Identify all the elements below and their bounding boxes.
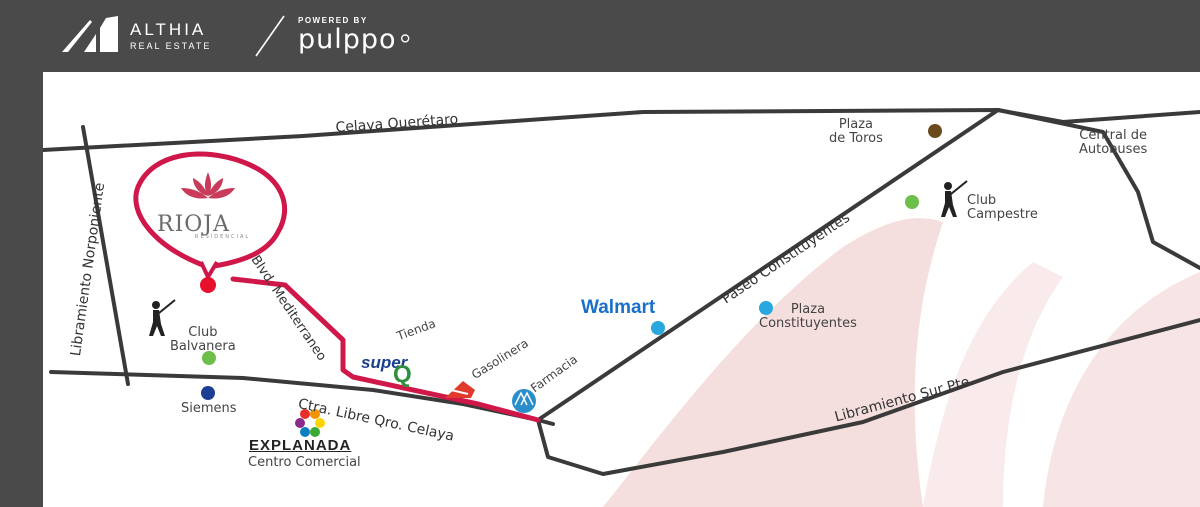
walmart-marker[interactable] (651, 321, 665, 335)
rioja-tagline: RESIDENCIAL (195, 234, 251, 240)
explanada-subtitle: Centro Comercial (248, 455, 361, 470)
plaza-constituyentes-label: Plaza Constituyentes (759, 302, 857, 331)
central-autobuses-label: Central de Autobuses (1079, 128, 1148, 157)
golfer-icon (941, 180, 968, 217)
walmart-logo[interactable]: Walmart (581, 297, 656, 318)
siemens-marker[interactable] (201, 386, 215, 400)
location-map: Celaya Querétaro Libramiento Norponiente… (43, 72, 1200, 507)
brand-subtitle: REAL ESTATE (130, 41, 212, 51)
club-balvanera-label: Club Balvanera (170, 325, 236, 354)
route-path (230, 276, 541, 423)
header-bar: ALTHIA REAL ESTATE POWERED BY pulppo⚪ (0, 0, 1200, 72)
superq-logo-text[interactable]: super (361, 353, 408, 372)
divider-slash (255, 15, 285, 57)
lotus-icon (181, 172, 235, 199)
road-libramiento-norponiente (81, 125, 130, 386)
powered-by-label: POWERED BY (298, 16, 368, 25)
rioja-name: RIOJA (157, 212, 230, 237)
siemens-label: Siemens (181, 401, 237, 416)
plaza-toros-marker[interactable] (928, 124, 942, 138)
pharmacy-icon (512, 389, 536, 413)
map-canvas (43, 108, 1200, 507)
explanada-name[interactable]: EXPLANADA (249, 437, 352, 454)
pulppo-logo[interactable]: POWERED BY pulppo⚪ (298, 16, 414, 54)
club-campestre-marker[interactable] (905, 195, 919, 209)
rioja-location-dot[interactable] (200, 277, 216, 293)
gas-station-icon (445, 381, 475, 398)
pulppo-name: pulppo (298, 24, 397, 55)
superq-logo-q: Q (393, 361, 412, 388)
road-east-ring (996, 108, 1200, 270)
brand-name: ALTHIA (130, 20, 207, 39)
plaza-toros-label: Plaza de Toros (829, 117, 883, 146)
road-network (43, 108, 1200, 476)
pulppo-mark-icon: ⚪ (397, 29, 414, 50)
club-campestre-label: Club Campestre (967, 193, 1038, 222)
plaza-constituyentes-marker[interactable] (759, 301, 773, 315)
watermark-shape (603, 218, 1200, 507)
building-icon (62, 16, 118, 56)
golfer-icon (149, 299, 176, 336)
explanada-logo-icon (295, 409, 325, 437)
althia-logo[interactable]: ALTHIA REAL ESTATE (62, 14, 211, 58)
club-balvanera-marker[interactable] (202, 351, 216, 365)
road-libramiento-sur (536, 318, 1200, 476)
road-paseo-constituyentes (536, 108, 1000, 422)
